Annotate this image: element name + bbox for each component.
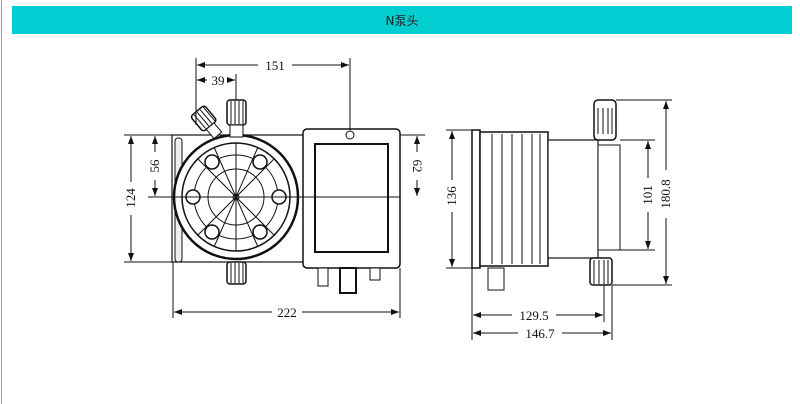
section-header: N泵头 (12, 6, 792, 34)
dim-129-5: 129.5 (519, 308, 548, 323)
dim-136: 136 (444, 186, 459, 206)
dim-151: 151 (265, 58, 285, 73)
side-dimension-lines (446, 99, 672, 340)
section-title: N泵头 (385, 13, 419, 28)
dim-180-8: 180.8 (658, 179, 673, 208)
page-border (1, 0, 2, 404)
side-view (471, 99, 621, 291)
dim-146-7: 146.7 (525, 326, 555, 341)
dim-101: 101 (640, 185, 655, 205)
dim-222: 222 (277, 305, 297, 320)
dim-39: 39 (212, 73, 225, 88)
dim-56: 56 (147, 159, 162, 173)
dim-62: 62 (410, 160, 425, 173)
front-dimension-lines (124, 58, 425, 318)
dim-124: 124 (123, 188, 138, 208)
